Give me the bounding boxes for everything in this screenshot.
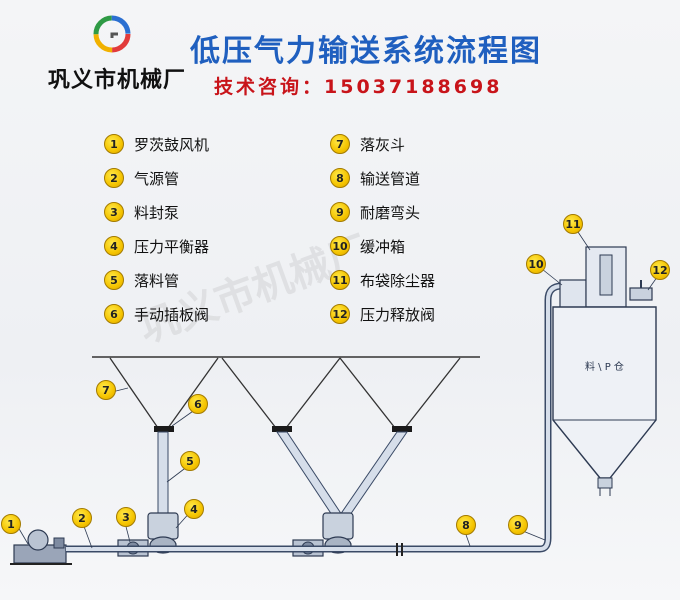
- buffer-tank: [559, 279, 587, 309]
- number-badge: 3: [104, 202, 124, 222]
- legend-item: 8 输送管道: [330, 167, 435, 189]
- number-badge: 2: [104, 168, 124, 188]
- gate-valve: [154, 426, 412, 432]
- callout-badge: 1: [1, 514, 21, 534]
- legend-item: 12 压力释放阀: [330, 303, 435, 325]
- legend-label: 缓冲箱: [360, 237, 406, 256]
- pressure-relief-valve: [629, 280, 653, 301]
- callout-badge: 8: [456, 515, 476, 535]
- ash-hopper: [109, 357, 219, 429]
- number-badge: 1: [104, 134, 124, 154]
- callout-badge: 2: [72, 508, 92, 528]
- legend-label: 耐磨弯头: [360, 203, 421, 222]
- silo-label: 料 \ P 仓: [585, 362, 624, 373]
- legend-item: 5 落料管: [104, 269, 209, 291]
- legend-item: 6 手动插板阀: [104, 303, 209, 325]
- number-badge: 6: [104, 304, 124, 324]
- company-logo: [93, 15, 131, 53]
- number-badge: 9: [330, 202, 350, 222]
- callout-badge: 12: [650, 260, 670, 280]
- callout-badge: 5: [180, 451, 200, 471]
- legend-label: 罗茨鼓风机: [134, 135, 210, 154]
- ash-hopper: [221, 357, 461, 429]
- number-badge: 5: [104, 270, 124, 290]
- page-title: 低压气力输送系统流程图: [190, 34, 542, 69]
- legend-label: 气源管: [134, 169, 180, 188]
- legend-item: 11 布袋除尘器: [330, 269, 435, 291]
- callout-badge: 7: [96, 380, 116, 400]
- silo: [552, 246, 657, 496]
- number-badge: 8: [330, 168, 350, 188]
- legend-label: 压力平衡器: [134, 237, 210, 256]
- legend-label: 落灰斗: [360, 135, 406, 154]
- conveying-pipe: [66, 543, 540, 556]
- legend-item: 9 耐磨弯头: [330, 201, 435, 223]
- callout-badge: 3: [116, 507, 136, 527]
- legend-item: 1 罗茨鼓风机: [104, 133, 209, 155]
- legend-column-left: 1 罗茨鼓风机 2 气源管 3 料封泵 4 压力平衡器 5 落料管 6 手动插板阀: [104, 133, 209, 325]
- callout-badge: 11: [563, 214, 583, 234]
- number-badge: 12: [330, 304, 350, 324]
- callout-badge: 9: [508, 515, 528, 535]
- legend-label: 料封泵: [134, 203, 180, 222]
- legend-item: 2 气源管: [104, 167, 209, 189]
- number-badge: 11: [330, 270, 350, 290]
- legend-item: 7 落灰斗: [330, 133, 435, 155]
- callout-badge: 10: [526, 254, 546, 274]
- wear-resistant-elbow: [539, 282, 563, 553]
- legend-item: 10 缓冲箱: [330, 235, 435, 257]
- drop-pipe: [157, 431, 169, 517]
- legend-label: 压力释放阀: [360, 305, 436, 324]
- number-badge: 7: [330, 134, 350, 154]
- legend-item: 3 料封泵: [104, 201, 209, 223]
- drop-pipe: [276, 431, 408, 516]
- legend-label: 布袋除尘器: [360, 271, 436, 290]
- company-name: 巩义市机械厂: [48, 68, 187, 93]
- legend-column-right: 7 落灰斗 8 输送管道 9 耐磨弯头 10 缓冲箱 11 布袋除尘器 12 压力释放阀: [330, 133, 435, 325]
- callout-badge: 6: [188, 394, 208, 414]
- legend-label: 输送管道: [360, 169, 421, 188]
- legend-label: 手动插板阀: [134, 305, 210, 324]
- number-badge: 4: [104, 236, 124, 256]
- tech-contact: 技术咨询：15037188698: [214, 76, 503, 98]
- number-badge: 10: [330, 236, 350, 256]
- legend-item: 4 压力平衡器: [104, 235, 209, 257]
- legend-label: 落料管: [134, 271, 180, 290]
- roots-blower: [10, 529, 72, 565]
- callout-badge: 4: [184, 499, 204, 519]
